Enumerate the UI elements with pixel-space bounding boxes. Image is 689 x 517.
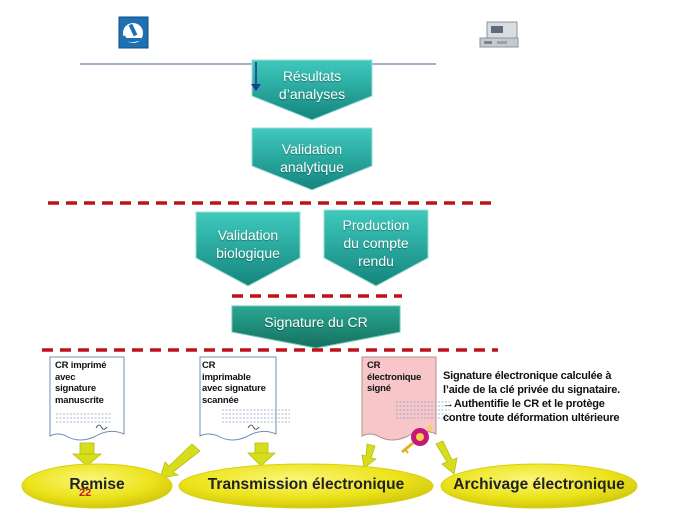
validation-biologique-line-2: biologique — [216, 245, 280, 261]
document-2-line-3: avec signature — [202, 383, 266, 394]
microscope-logo-icon — [118, 16, 149, 49]
validation-biologique-line-1: Validation — [217, 227, 279, 243]
document-2-line-1: CR — [202, 360, 216, 371]
document-1-text: CR imprimé avec signature manuscrite — [55, 360, 123, 406]
archivage-label: Archivage électronique — [453, 476, 625, 493]
document-3-line-2: électronique — [367, 371, 422, 383]
production-line-1: Production — [342, 217, 410, 233]
document-cr-electronique — [361, 356, 450, 441]
transmission-oval — [178, 463, 434, 509]
lab-analyzer-icon — [479, 21, 519, 48]
arrow-to-remise — [71, 442, 103, 467]
resultats-label: Résultats d’analyses — [252, 67, 372, 103]
document-2-line-4: scannée — [202, 394, 239, 406]
signature-label: Signature du CR — [264, 314, 368, 330]
validation-biologique-label: Validation biologique — [196, 226, 300, 262]
resultats-chevron — [251, 59, 373, 121]
document-2-line-2: imprimable — [202, 371, 251, 383]
document-1-line-2: avec — [55, 371, 76, 383]
validation-analytique-line-2: analytique — [280, 159, 344, 175]
validation-analytique-line-1: Validation — [281, 141, 343, 157]
down-arrow-icon — [251, 84, 261, 91]
validation-biologique-chevron — [195, 211, 301, 287]
document-cr-imprimable — [199, 356, 290, 441]
note-line-3-text: Authentifie le CR et le protège — [453, 398, 605, 410]
resultats-line-2: d’analyses — [278, 86, 346, 102]
arrow-doc2-to-remise — [159, 443, 201, 479]
note-line-1: Signature électronique calculée à — [443, 370, 612, 382]
document-1-line-1: CR imprimé — [55, 360, 107, 371]
production-line-2: du compte — [343, 235, 409, 251]
note-line-3: →Authentifie le CR et le protège — [443, 397, 683, 411]
document-1-line-4: manuscrite — [55, 394, 104, 406]
validation-analytique-chevron — [251, 127, 373, 191]
remise-oval — [21, 463, 173, 509]
key-seal-icon — [401, 425, 433, 454]
signature-note: Signature électronique calculée à l’aide… — [443, 369, 683, 425]
production-line-3: rendu — [358, 253, 394, 269]
archivage-oval — [440, 463, 638, 509]
production-chevron — [323, 209, 429, 287]
note-line-2: l’aide de la clé privée du signataire. — [443, 384, 621, 396]
document-3-line-1: CR — [367, 360, 381, 371]
document-cr-imprime — [49, 356, 125, 441]
arrow-doc3-to-transmission — [361, 443, 377, 469]
remise-label: Remise — [69, 476, 125, 493]
production-label: Production du compte rendu — [324, 216, 428, 270]
resultats-line-1: Résultats — [282, 68, 342, 84]
document-2-text: CR imprimable avec signature scannée — [202, 360, 274, 406]
document-3-text: CR électronique signé — [367, 360, 435, 395]
arrow-doc2-to-transmission — [247, 442, 277, 467]
signature-box — [231, 305, 401, 349]
transmission-label: Transmission électronique — [207, 476, 405, 493]
document-3-line-3: signé — [367, 383, 391, 394]
validation-analytique-label: Validation analytique — [252, 140, 372, 176]
document-1-line-3: signature — [55, 383, 96, 394]
page-number: 22 — [79, 487, 92, 499]
right-arrow-icon: → — [443, 398, 454, 410]
arrow-doc3-to-archivage — [435, 440, 458, 475]
note-line-4: contre toute déformation ultérieure — [443, 412, 620, 424]
